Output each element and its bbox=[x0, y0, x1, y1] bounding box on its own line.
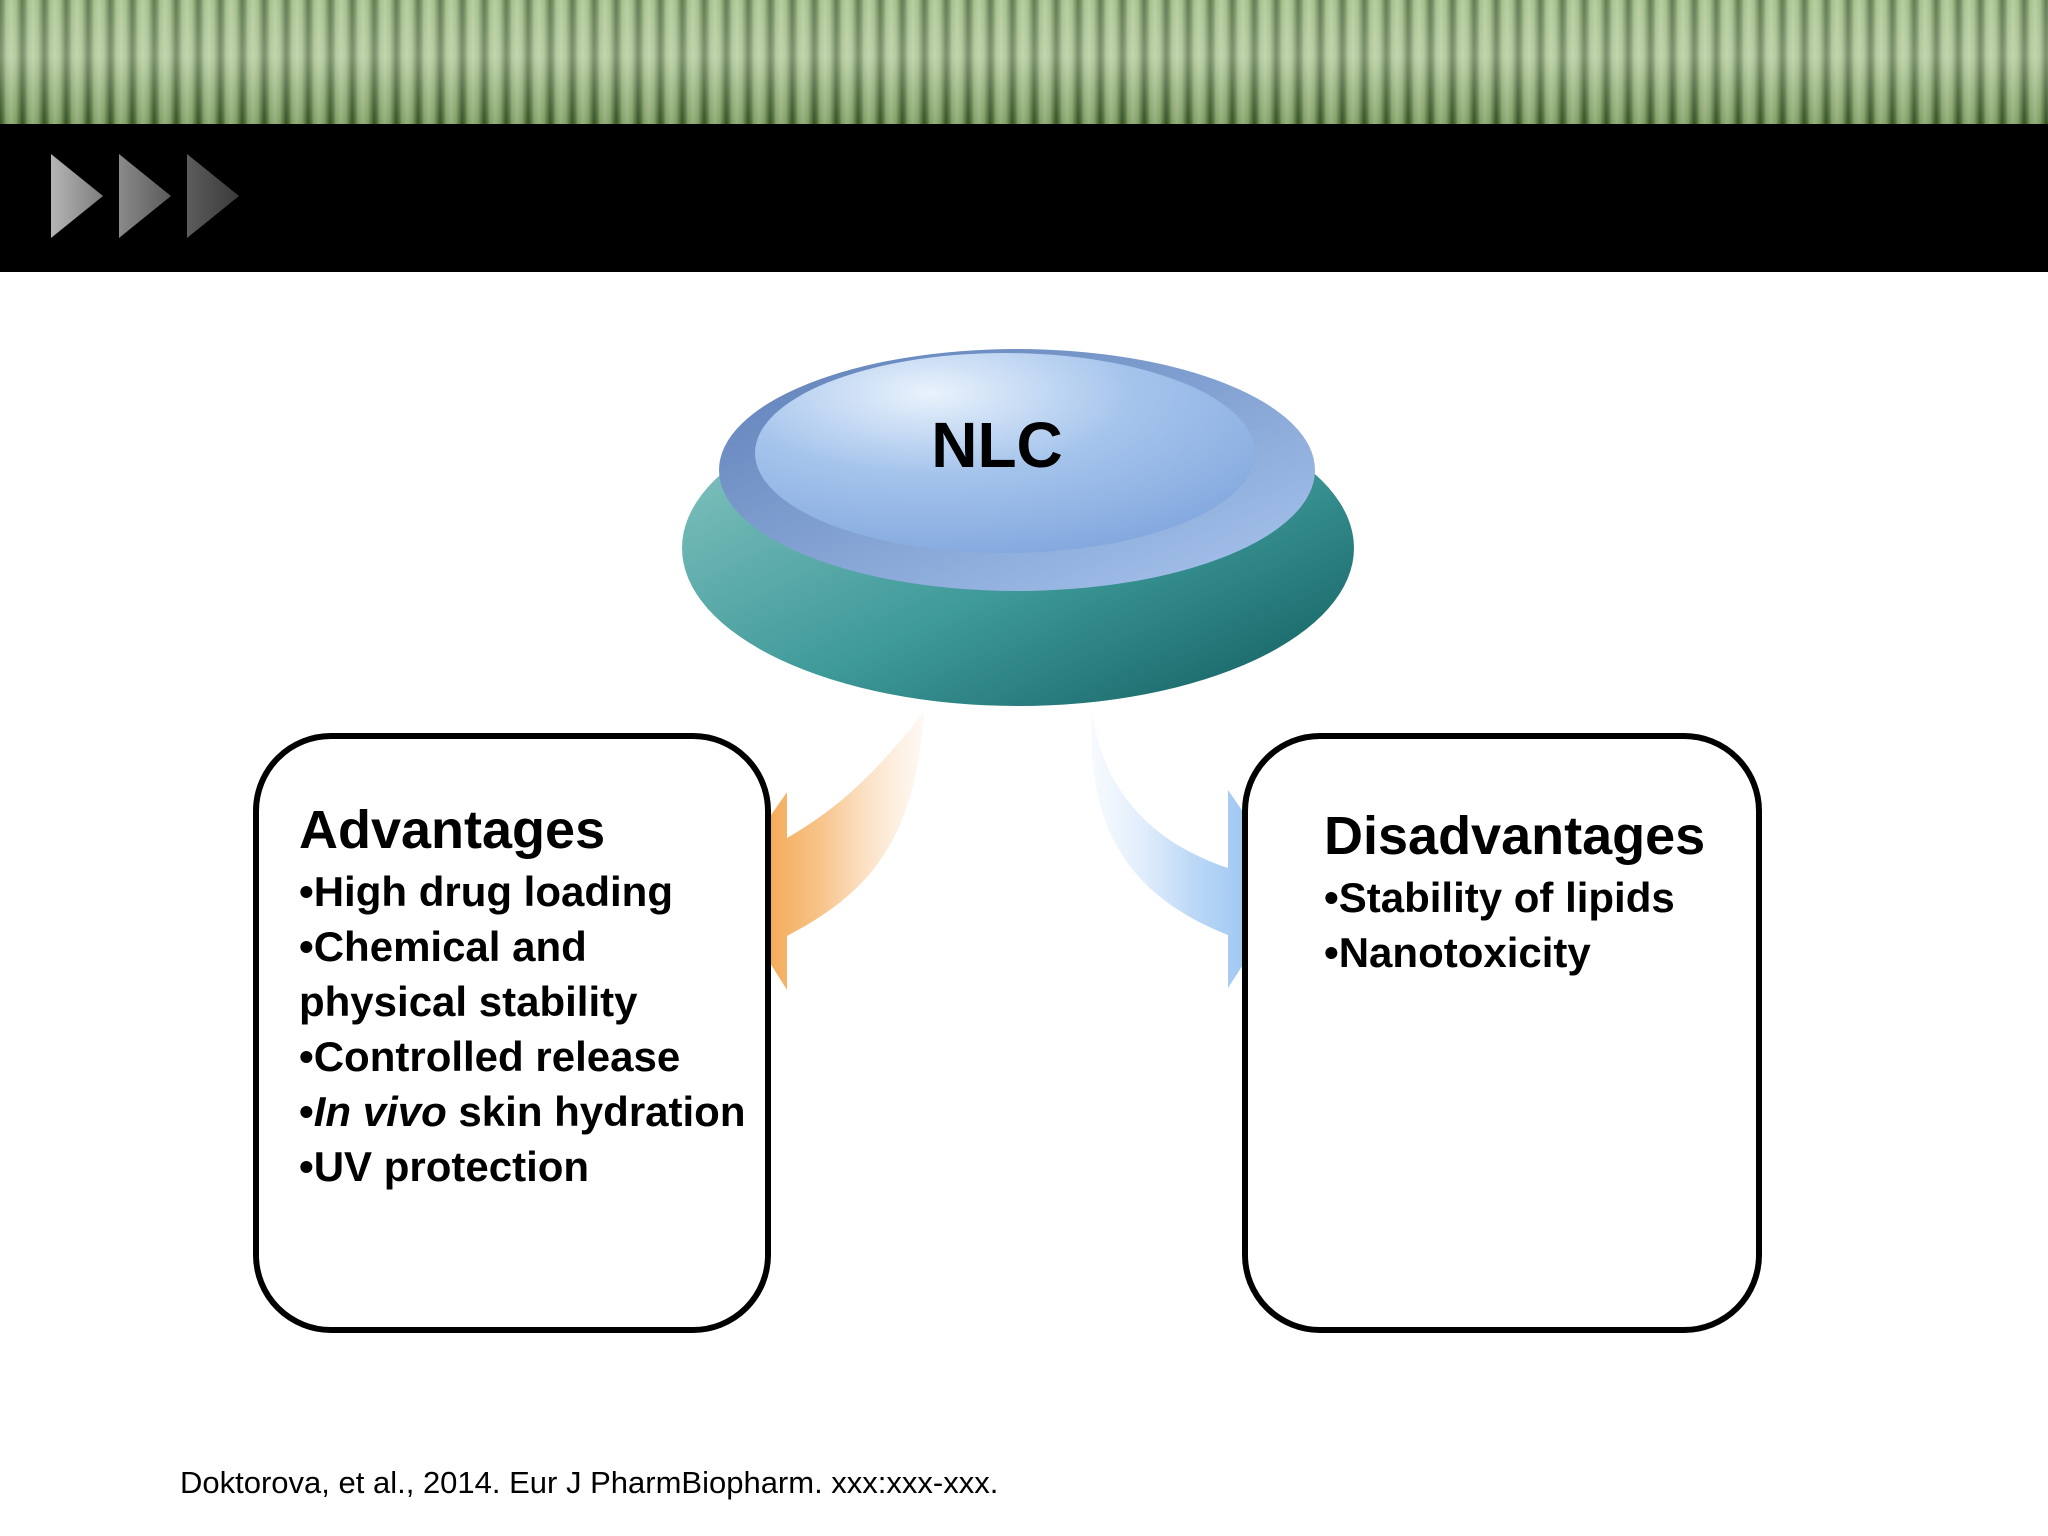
arrow-to-advantages bbox=[722, 712, 924, 990]
list-item-text: High drug loading bbox=[313, 868, 673, 916]
bullet: • bbox=[1324, 929, 1339, 977]
list-item-text: Stability of lipids bbox=[1338, 874, 1675, 922]
list-item: •Nanotoxicity bbox=[1324, 925, 1756, 980]
list-item-text: UV protection bbox=[313, 1143, 590, 1191]
chevron-right-icon bbox=[51, 154, 103, 238]
list-item: •Controlled release bbox=[299, 1029, 765, 1084]
advantages-title: Advantages bbox=[299, 800, 606, 860]
list-item: •In vivo skin hydration bbox=[299, 1084, 765, 1139]
nlc-label: NLC bbox=[931, 409, 1063, 481]
list-item-text: skin hydration bbox=[446, 1088, 746, 1136]
nlc-disk bbox=[682, 349, 1354, 706]
list-item-text: Chemical and physical stability bbox=[299, 923, 638, 1026]
disadvantages-list: •Stability of lipids •Nanotoxicity bbox=[1324, 870, 1756, 980]
list-item: •High drug loading bbox=[299, 864, 765, 919]
bullet: • bbox=[299, 1033, 314, 1081]
list-item-text: Controlled release bbox=[313, 1033, 681, 1081]
list-item-italic: In vivo bbox=[313, 1088, 447, 1136]
advantages-box: Advantages •High drug loading •Chemical … bbox=[253, 733, 771, 1333]
list-item: •Stability of lipids bbox=[1324, 870, 1756, 925]
nlc-disk-top bbox=[755, 353, 1255, 553]
bullet: • bbox=[299, 868, 314, 916]
chevron-right-icon bbox=[119, 154, 171, 238]
list-item: •UV protection bbox=[299, 1139, 765, 1194]
bullet: • bbox=[1324, 874, 1339, 922]
list-item: •Chemical and physical stability bbox=[299, 919, 765, 1029]
bullet: • bbox=[299, 1143, 314, 1191]
chevron-right-icon bbox=[187, 154, 239, 238]
list-item-text: Nanotoxicity bbox=[1338, 929, 1591, 977]
bullet: • bbox=[299, 923, 314, 971]
disadvantages-box: Disadvantages •Stability of lipids •Nano… bbox=[1242, 733, 1762, 1333]
citation: Doktorova, et al., 2014. Eur J PharmBiop… bbox=[180, 1465, 999, 1500]
bullet: • bbox=[299, 1088, 314, 1136]
disadvantages-title: Disadvantages bbox=[1324, 806, 1706, 866]
header-stripe bbox=[0, 0, 2048, 124]
triple-chevron-right-icon bbox=[51, 154, 239, 238]
advantages-list: •High drug loading •Chemical and physica… bbox=[299, 864, 765, 1194]
header-bar bbox=[0, 124, 2048, 272]
